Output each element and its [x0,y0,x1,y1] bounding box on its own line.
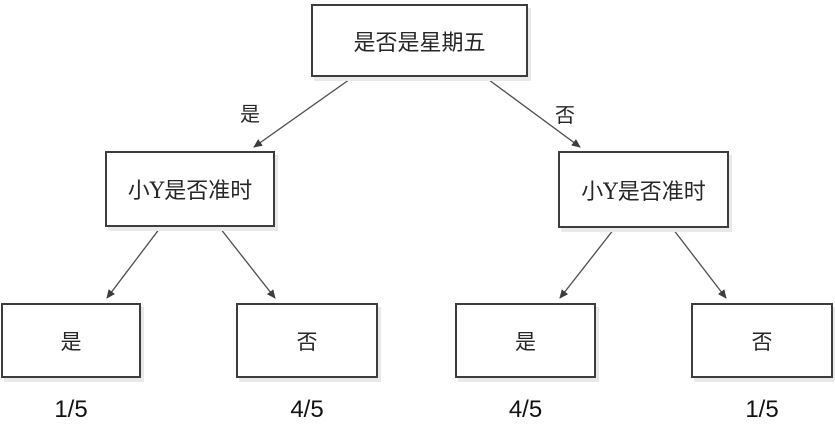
node-leaf-2-no: 否 [236,303,378,378]
edge-midright-to-leaf3 [559,228,615,299]
node-mid-left-label: 小Y是否准时 [127,179,253,204]
probability-leaf-2: 4/5 [290,396,324,423]
node-root-is-it-friday: 是否是星期五 [311,4,528,77]
node-leaf-1-yes: 是 [1,303,141,378]
node-leaf-3-label: 是 [515,329,536,354]
node-leaf-2-label: 否 [296,329,318,354]
probability-leaf-1: 1/5 [54,396,88,423]
edge-midright-to-leaf4 [672,228,727,299]
node-leaf-1-label: 是 [60,329,82,354]
node-root-label: 是否是星期五 [353,30,486,56]
node-leaf-4-label: 否 [751,329,773,354]
edge-midleft-to-leaf2 [219,227,276,299]
node-mid-right-y-on-time: 小Y是否准时 [558,151,729,228]
probability-leaf-4: 1/5 [745,396,779,423]
node-mid-right-label: 小Y是否准时 [581,179,706,205]
edge-midleft-to-leaf1 [106,227,161,299]
node-leaf-3-yes: 是 [455,303,596,378]
edge-label-no: 否 [555,103,575,127]
node-mid-left-y-on-time: 小Y是否准时 [105,151,275,227]
edge-label-yes: 是 [240,102,260,126]
node-leaf-4-no: 否 [691,303,833,378]
probability-leaf-3: 4/5 [508,396,543,423]
edge-root-to-mid-left [253,76,354,148]
